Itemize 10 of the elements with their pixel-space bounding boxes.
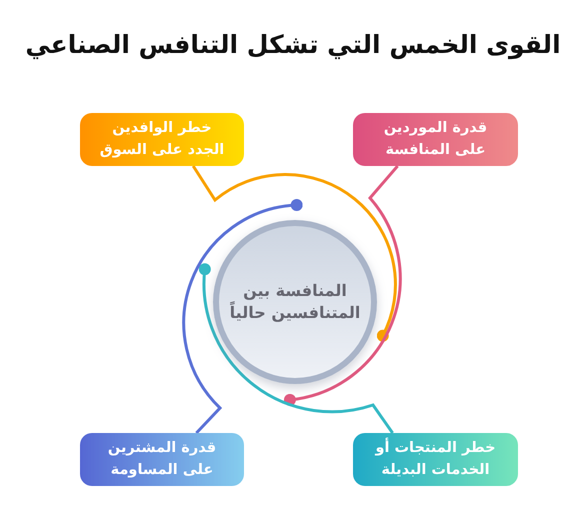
rounded-box: خطر المنتجات أو الخدمات البديلة xyxy=(353,433,518,486)
rounded-box: خطر الوافدين الجدد على السوق xyxy=(80,113,244,166)
rounded-box: قدرة الموردين على المنافسة xyxy=(353,113,518,166)
center-circle: المنافسة بين المتنافسين حالياً xyxy=(213,220,377,384)
connector-line xyxy=(192,165,397,342)
connector-line xyxy=(198,263,394,434)
connector-line xyxy=(284,165,402,406)
rounded-box: قدرة المشترين على المساومة xyxy=(80,433,244,486)
title: القوى الخمس التي تشكل التنافس الصناعي xyxy=(24,30,562,59)
connector-line xyxy=(182,199,303,434)
